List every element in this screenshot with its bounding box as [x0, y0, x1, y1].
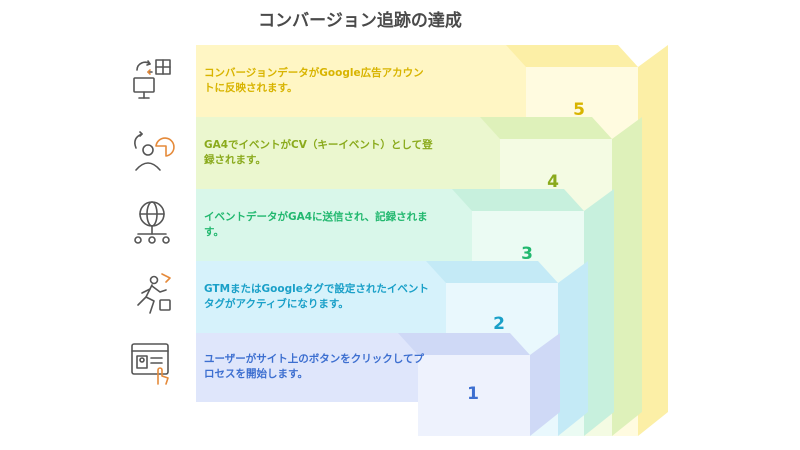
page-title: コンバージョン追跡の達成: [258, 11, 462, 31]
step-1-text: ユーザーがサイト上のボタンをクリックしてプロセスを開始します。: [204, 353, 424, 380]
step-3-number: 3: [521, 244, 533, 264]
step-3-band: [196, 189, 472, 261]
step-4-tread: [480, 117, 612, 139]
step-5-number: 5: [573, 100, 585, 120]
step-1-number: 1: [467, 384, 479, 404]
step-2-side: [558, 261, 588, 436]
step-4-number: 4: [547, 172, 559, 192]
step-4-text: GA4でイベントがCV（キーイベント）として登録されます。: [204, 139, 433, 166]
step-5-text: コンバージョンデータがGoogle広告アカウントに反映されます。: [204, 67, 424, 94]
step-5-band: [196, 45, 526, 117]
network-globe-icon: [134, 201, 170, 244]
step-4-side: [612, 117, 642, 436]
step-5-tread: [506, 45, 638, 67]
step-2-number: 2: [493, 314, 505, 334]
runner-tag-icon: [137, 273, 171, 314]
step-3-side: [584, 189, 614, 436]
step-3-tread: [452, 189, 584, 211]
data-sync-icon: [133, 59, 171, 99]
web-click-icon: [131, 343, 169, 385]
step-1-band: [196, 333, 418, 402]
step-1-front: [418, 355, 530, 436]
step-2-tread: [426, 261, 558, 283]
step-1-tread: [398, 333, 530, 355]
analytics-person-icon: [134, 131, 175, 171]
step-2-band: [196, 261, 446, 333]
step-2-text: GTMまたはGoogleタグで設定されたイベントタグがアクティブになります。: [204, 283, 429, 310]
step-4-band: [196, 117, 500, 189]
step-5-side: [638, 45, 668, 436]
step-1-side: [530, 333, 560, 436]
step-3-text: イベントデータがGA4に送信され、記録されます。: [204, 211, 428, 238]
